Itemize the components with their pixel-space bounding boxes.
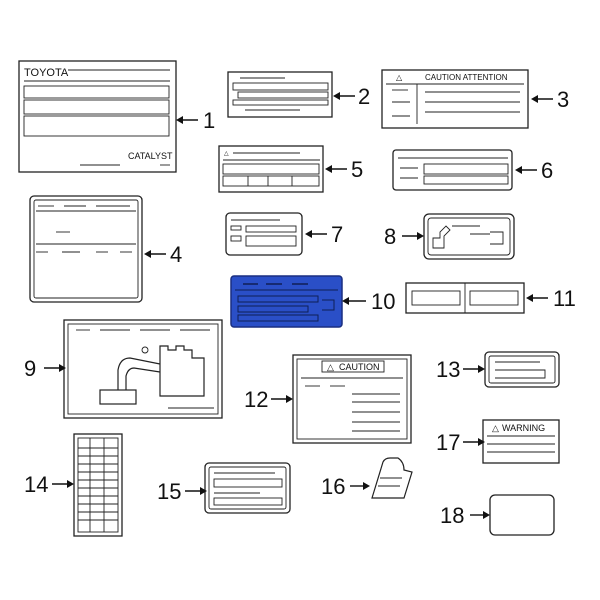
- part-6-label[interactable]: [392, 149, 513, 191]
- part-7-label[interactable]: [225, 212, 303, 256]
- callout-18: 18: [440, 503, 490, 528]
- callout-17-number: 17: [436, 430, 460, 455]
- callout-4-number: 4: [170, 242, 182, 267]
- part-4-label[interactable]: [29, 195, 143, 303]
- callout-14: 14: [24, 472, 74, 497]
- callout-15-number: 15: [157, 479, 181, 504]
- callout-16-number: 16: [321, 474, 345, 499]
- part-15-label[interactable]: [204, 462, 291, 514]
- part-14-label[interactable]: [73, 433, 123, 537]
- part-1-label[interactable]: TOYOTA CATALYST: [18, 60, 177, 173]
- caution-12-text: CAUTION: [339, 362, 380, 372]
- part-18-label[interactable]: [489, 494, 555, 536]
- callout-9-number: 9: [24, 356, 36, 381]
- warning-triangle-icon: △: [492, 423, 499, 433]
- callout-12: 12: [244, 387, 293, 412]
- callout-10-number: 10: [371, 289, 395, 314]
- part-3-label[interactable]: △ CAUTION ATTENTION: [381, 69, 529, 129]
- callout-13: 13: [436, 357, 485, 382]
- part-10-label-highlighted[interactable]: [230, 275, 343, 328]
- callout-17: 17: [436, 430, 485, 455]
- callout-13-number: 13: [436, 357, 460, 382]
- part-16-label[interactable]: [371, 457, 413, 499]
- callout-15: 15: [157, 479, 207, 504]
- callout-10: 10: [342, 289, 395, 314]
- part-12-label[interactable]: △ CAUTION: [292, 354, 412, 444]
- callout-5-number: 5: [351, 157, 363, 182]
- callout-6-number: 6: [541, 158, 553, 183]
- callout-2: 2: [333, 84, 370, 109]
- callout-14-number: 14: [24, 472, 48, 497]
- callout-11: 11: [526, 286, 576, 311]
- callout-3-number: 3: [557, 87, 569, 112]
- callout-8-number: 8: [384, 224, 396, 249]
- warning-17-text: WARNING: [502, 423, 545, 433]
- part-13-label[interactable]: [484, 351, 560, 388]
- warning-triangle-icon: △: [396, 73, 403, 82]
- catalyst-text: CATALYST: [128, 151, 173, 161]
- callout-8: 8: [384, 224, 424, 249]
- warning-triangle-icon: △: [224, 151, 229, 157]
- callout-18-number: 18: [440, 503, 464, 528]
- part-8-label[interactable]: [423, 213, 515, 260]
- part-2-label[interactable]: [227, 71, 333, 118]
- callout-1-number: 1: [203, 108, 215, 133]
- callout-1: 1: [176, 108, 215, 133]
- caution-attention-text: CAUTION ATTENTION: [425, 73, 508, 82]
- warning-triangle-icon: △: [327, 362, 334, 372]
- part-5-label[interactable]: △: [218, 145, 324, 193]
- callout-5: 5: [325, 157, 363, 182]
- callout-7: 7: [305, 222, 343, 247]
- callout-12-number: 12: [244, 387, 268, 412]
- callout-2-number: 2: [358, 84, 370, 109]
- callout-9: 9: [24, 356, 66, 381]
- part-11-label[interactable]: [405, 282, 525, 314]
- callout-16: 16: [321, 474, 370, 499]
- toyota-text: TOYOTA: [24, 67, 69, 79]
- callout-4: 4: [144, 242, 182, 267]
- part-17-label[interactable]: △ WARNING: [482, 419, 560, 464]
- callout-11-number: 11: [553, 286, 576, 311]
- callout-6: 6: [515, 158, 553, 183]
- callout-7-number: 7: [331, 222, 343, 247]
- callout-3: 3: [531, 87, 569, 112]
- part-9-label[interactable]: [63, 319, 223, 419]
